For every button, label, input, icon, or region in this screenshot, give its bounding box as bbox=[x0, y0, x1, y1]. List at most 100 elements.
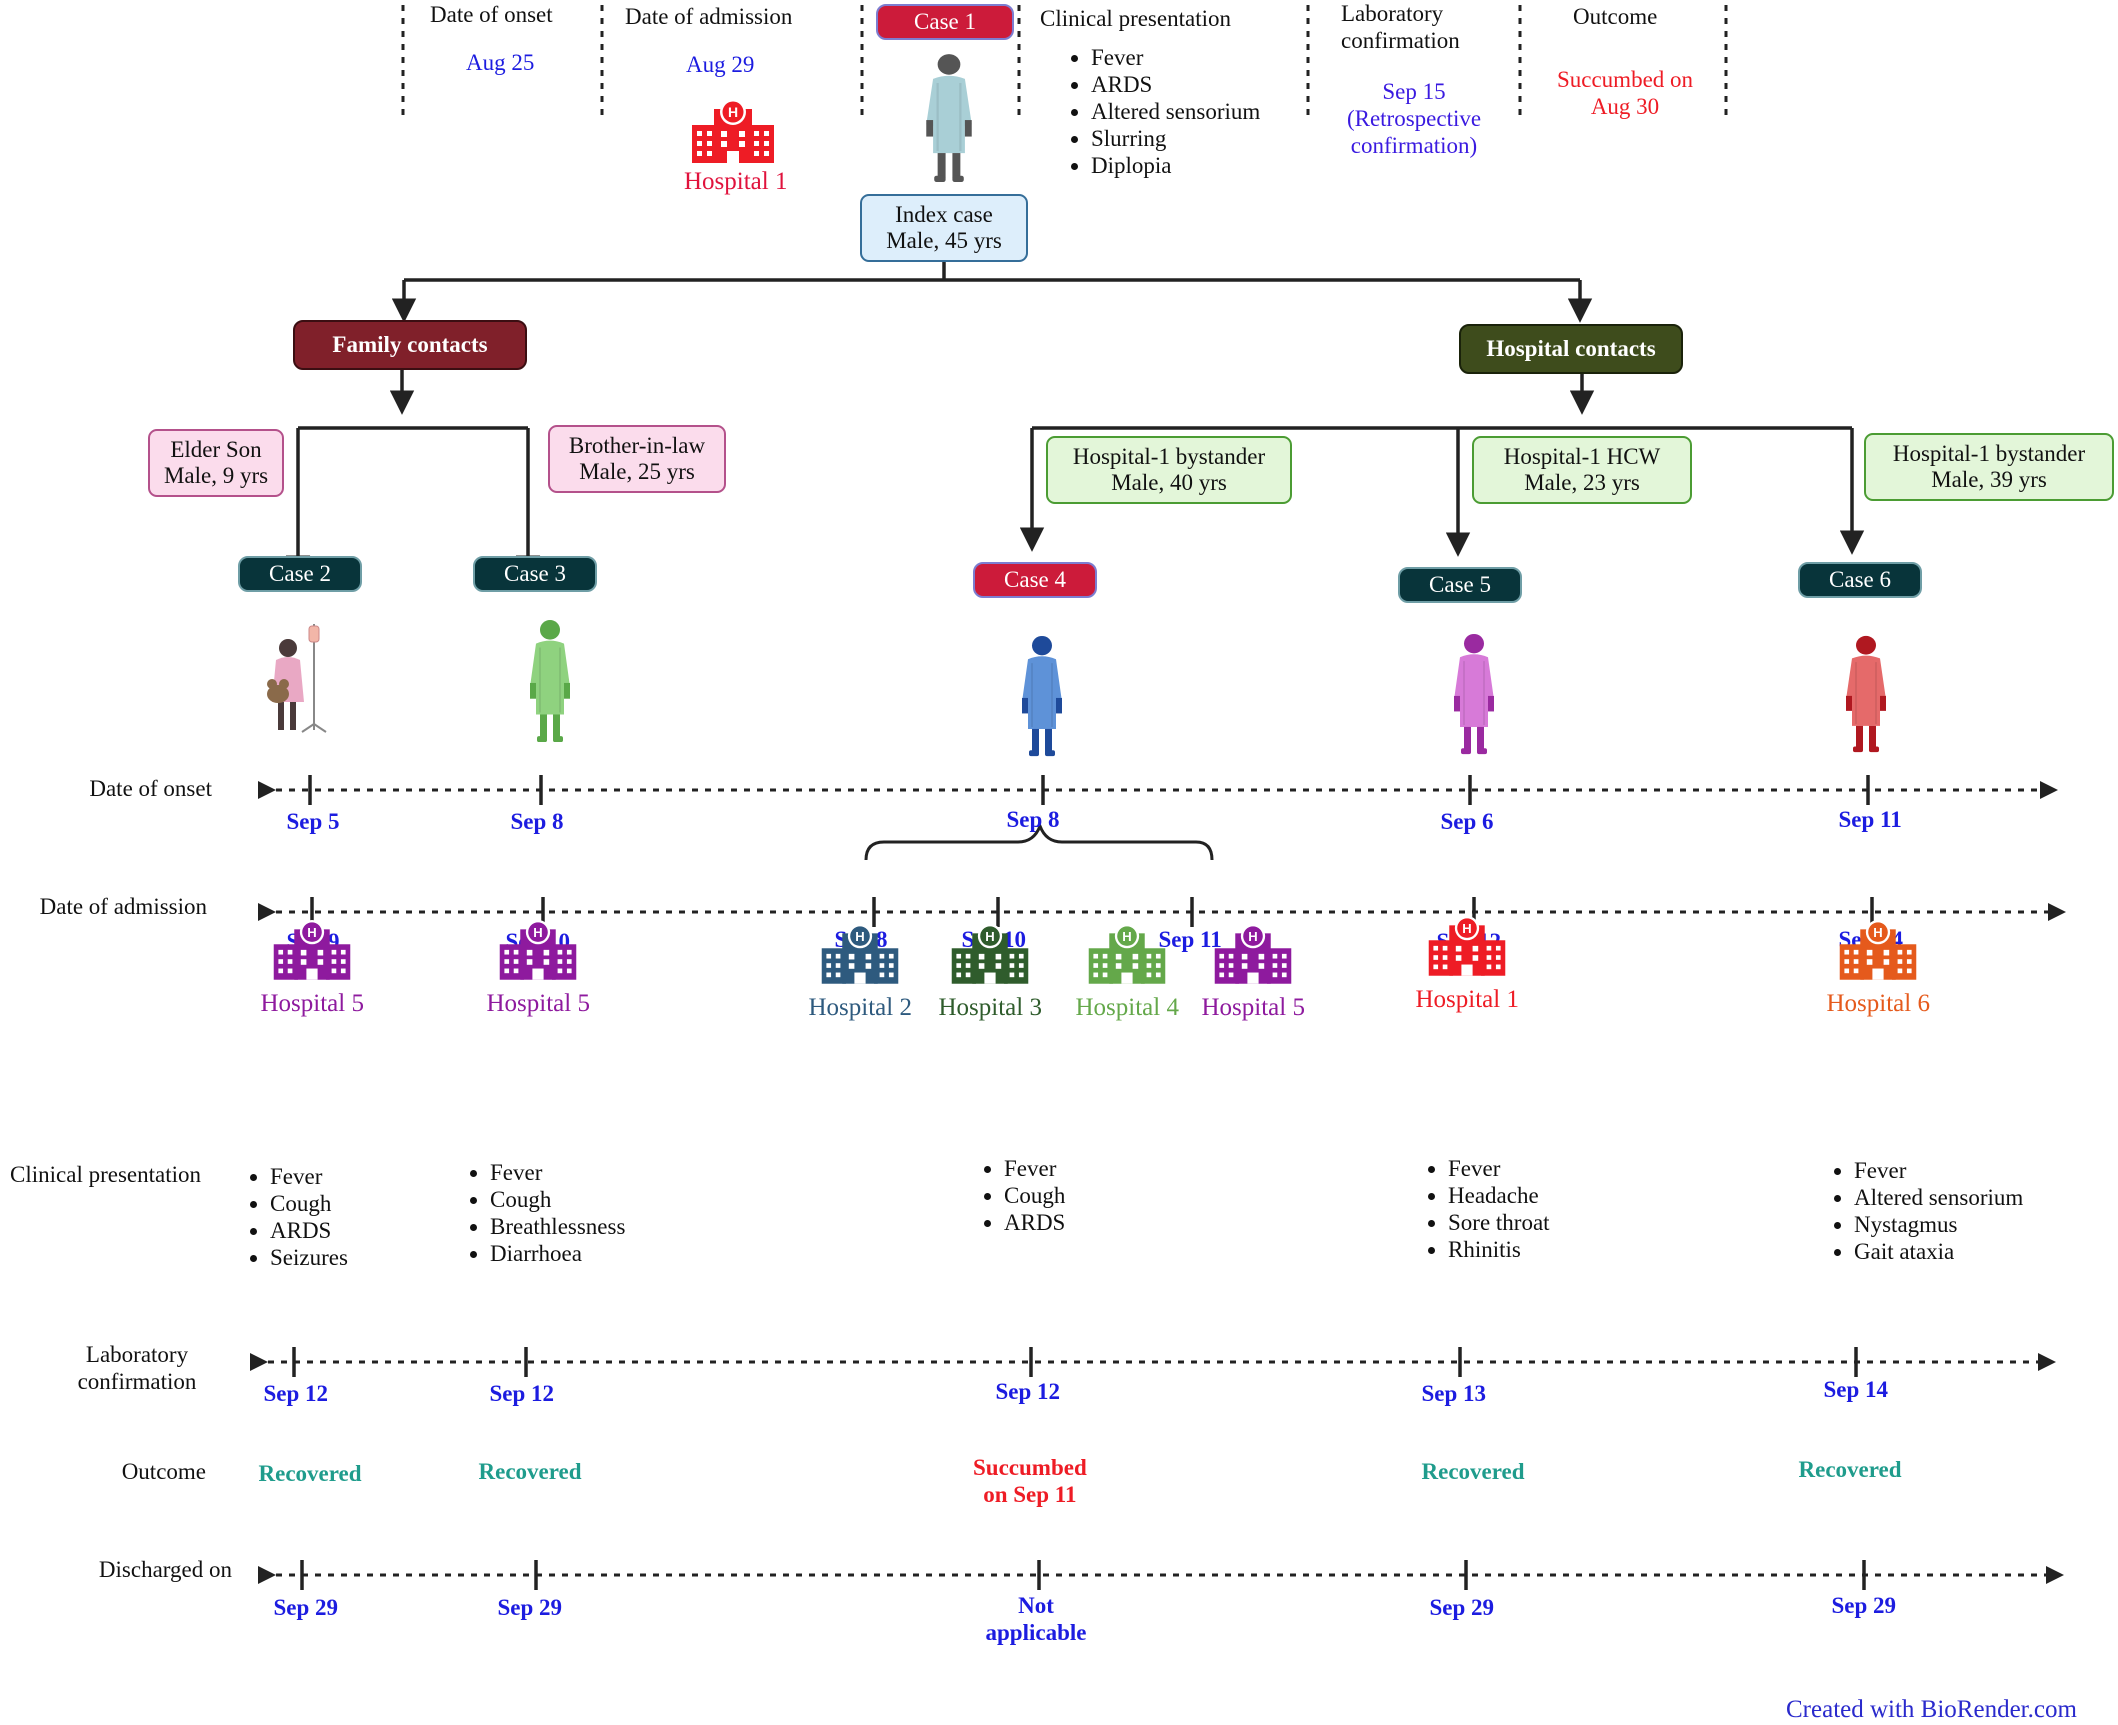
hospital-name-line: Hospital 4 bbox=[1075, 994, 1179, 1021]
clinical-list: FeverCoughARDSSeizures bbox=[242, 1163, 348, 1271]
outcome-value-line: Succumbed bbox=[973, 1455, 1087, 1480]
hospital-name: Hospital 5 bbox=[261, 990, 364, 1017]
outcome-value: Recovered bbox=[259, 1460, 362, 1487]
hospital-building-icon: H bbox=[499, 920, 577, 980]
case-6-badge: Case 6 bbox=[1798, 562, 1922, 598]
hospital-building-icon: H bbox=[273, 920, 351, 980]
clinical-item: Altered sensorium bbox=[1854, 1184, 2023, 1211]
svg-text:H: H bbox=[533, 925, 542, 940]
patient-figure-case-4 bbox=[1020, 634, 1064, 758]
row-label-onset: Date of onset bbox=[89, 776, 212, 801]
lab-confirmation-date-line: Sep 12 bbox=[263, 1381, 329, 1406]
clinical-item: Cough bbox=[490, 1186, 625, 1213]
case-5-badge: Case 5 bbox=[1398, 567, 1522, 603]
hospital-name-line: Hospital 2 bbox=[808, 994, 912, 1021]
clinical-list: FeverCoughBreathlessnessDiarrhoea bbox=[462, 1159, 625, 1267]
admission-date: Sep 11 bbox=[1159, 926, 1222, 953]
header-admission-hospital: Hospital 1 bbox=[684, 168, 788, 195]
onset-timeline-start bbox=[258, 781, 276, 799]
clinical-list: FeverAltered sensoriumNystagmusGait atax… bbox=[1826, 1157, 2023, 1265]
clinical-item: Fever bbox=[1448, 1155, 1550, 1182]
svg-text:H: H bbox=[1122, 929, 1131, 944]
biorender-credit: Created with BioRender.com bbox=[1786, 1696, 2077, 1723]
svg-text:H: H bbox=[307, 925, 316, 940]
clinical-item: Diarrhoea bbox=[490, 1240, 625, 1267]
header-clinical-item: Diplopia bbox=[1091, 152, 1260, 179]
patient-icon bbox=[1454, 633, 1494, 755]
discharge-date-line: Sep 29 bbox=[497, 1595, 563, 1620]
discharge-date-line: Sep 29 bbox=[273, 1595, 339, 1620]
hospital-building-icon: H bbox=[1214, 924, 1292, 984]
hospital-name: Hospital 5 bbox=[487, 990, 590, 1017]
hospital-name: Hospital 6 bbox=[1827, 990, 1930, 1017]
hospital-icon: H bbox=[948, 920, 1032, 989]
case-2-badge: Case 2 bbox=[238, 556, 362, 592]
hospital-building-icon: H bbox=[1088, 924, 1166, 984]
row-label-lab-line-2: confirmation bbox=[77, 1369, 197, 1394]
patient-icon bbox=[530, 619, 570, 743]
header-outcome-label: Outcome bbox=[1573, 4, 1658, 29]
hospital-name-line: Hospital 1 bbox=[1415, 986, 1519, 1013]
header-admission-value: Aug 29 bbox=[686, 52, 755, 77]
svg-text:H: H bbox=[1873, 925, 1882, 940]
discharge-date: Sep 29 bbox=[1832, 1592, 1897, 1619]
header-outcome-value-line-2: Aug 30 bbox=[1590, 94, 1660, 119]
brace bbox=[864, 821, 1214, 861]
contact-box-case-3: Brother-in-law Male, 25 yrs bbox=[548, 425, 726, 493]
clinical-item: Fever bbox=[1004, 1155, 1065, 1182]
header-clinical-item: Altered sensorium bbox=[1091, 98, 1260, 125]
hospital-building-icon: H bbox=[821, 924, 899, 984]
contact-box-case-2: Elder Son Male, 9 yrs bbox=[148, 429, 284, 497]
clinical-item: Cough bbox=[1004, 1182, 1065, 1209]
outcome-value-line: Recovered bbox=[258, 1461, 362, 1486]
contact-box-case-6: Hospital-1 bystander Male, 39 yrs bbox=[1864, 433, 2114, 501]
lab-confirmation-date-line: Sep 12 bbox=[995, 1379, 1061, 1404]
contact-relation: Brother-in-law bbox=[568, 432, 706, 458]
header-clinical-label: Clinical presentation bbox=[1040, 6, 1231, 31]
patient-icon bbox=[926, 54, 972, 182]
lab-confirmation-date-line: Sep 13 bbox=[1421, 1381, 1487, 1406]
onset-date-line: Sep 8 bbox=[510, 809, 564, 834]
clinical-item: ARDS bbox=[270, 1217, 348, 1244]
onset-date: Sep 8 bbox=[1007, 806, 1060, 833]
hospital-name: Hospital 4 bbox=[1076, 994, 1179, 1021]
contact-demographics: Male, 23 yrs bbox=[1524, 470, 1640, 495]
case-1-badge: Case 1 bbox=[876, 4, 1014, 40]
header-clinical-item: Fever bbox=[1091, 44, 1260, 71]
hospital-icon: H bbox=[1211, 920, 1295, 989]
patient-icon bbox=[1846, 635, 1886, 753]
onset-date-line: Sep 6 bbox=[1440, 809, 1494, 834]
header-lab-value-line-2: (Retrospective bbox=[1346, 106, 1482, 131]
index-case-title: Index case bbox=[895, 201, 993, 227]
lab-timeline-end bbox=[2038, 1353, 2056, 1371]
hospital-name-line: Hospital 6 bbox=[1826, 990, 1930, 1017]
svg-text:H: H bbox=[1462, 921, 1471, 936]
hospital-name: Hospital 3 bbox=[939, 994, 1042, 1021]
clinical-item: Fever bbox=[270, 1163, 348, 1190]
header-lab-label: Laboratory confirmation bbox=[1341, 0, 1460, 54]
row-label-clinical: Clinical presentation bbox=[10, 1162, 201, 1187]
clinical-item: Cough bbox=[270, 1190, 348, 1217]
clinical-item: Gait ataxia bbox=[1854, 1238, 2023, 1265]
header-outcome-value: Succumbed on Aug 30 bbox=[1550, 66, 1700, 120]
clinical-item: ARDS bbox=[1004, 1209, 1065, 1236]
discharge-date: Sep 29 bbox=[498, 1594, 563, 1621]
clinical-item: Fever bbox=[1854, 1157, 2023, 1184]
svg-text:H: H bbox=[1248, 929, 1257, 944]
hospital-icon: H bbox=[496, 916, 580, 985]
patient-figure-case-1 bbox=[924, 52, 974, 184]
hospital-icon: H bbox=[270, 916, 354, 985]
hospital-icon: H bbox=[1085, 920, 1169, 989]
hospital-building-icon: H bbox=[951, 924, 1029, 984]
clinical-item: Breathlessness bbox=[490, 1213, 625, 1240]
outcome-value: Recovered bbox=[479, 1458, 582, 1485]
outcome-value-line: Recovered bbox=[478, 1459, 582, 1484]
discharged-timeline-end bbox=[2046, 1566, 2064, 1584]
patient-icon bbox=[1022, 635, 1062, 757]
patient-figure-case-3 bbox=[528, 618, 572, 744]
clinical-item: Rhinitis bbox=[1448, 1236, 1550, 1263]
outcome-value-line: on Sep 11 bbox=[983, 1482, 1077, 1507]
discharge-date: Sep 29 bbox=[274, 1594, 339, 1621]
